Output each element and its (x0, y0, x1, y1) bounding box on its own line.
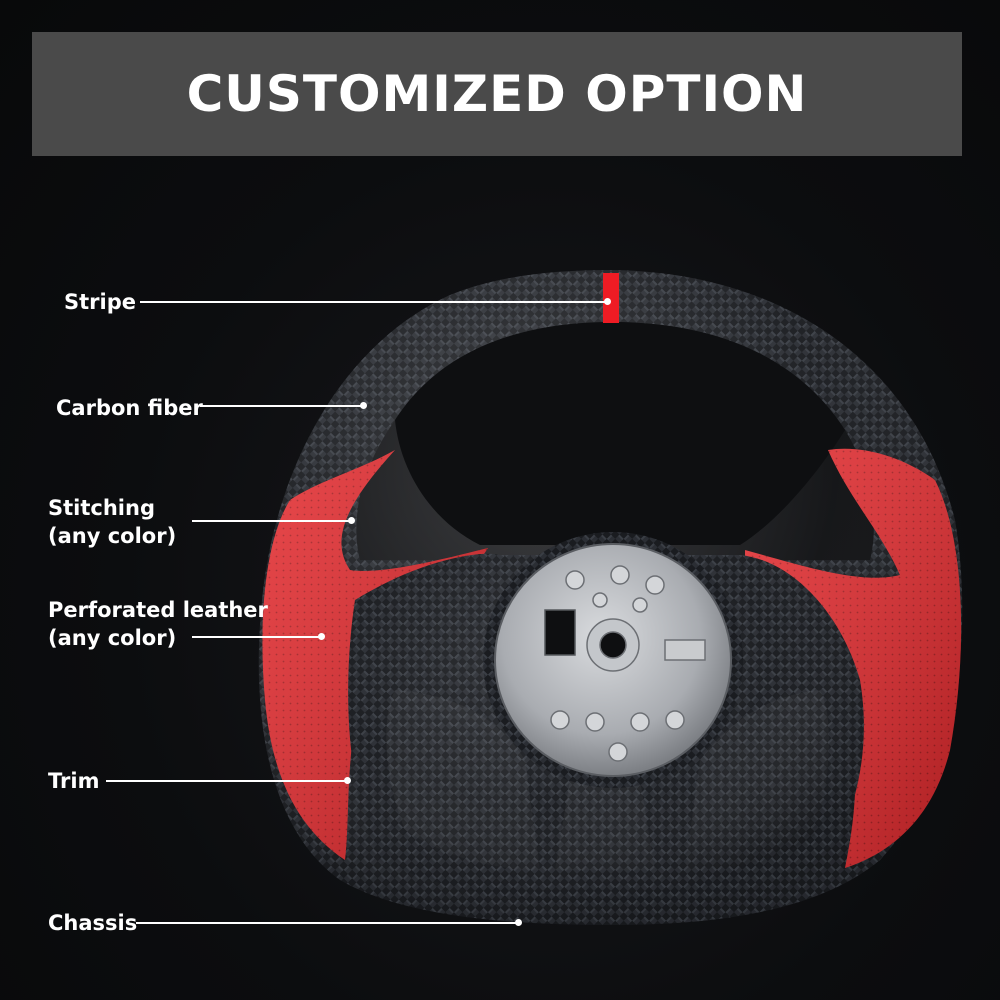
callout-line-stripe (140, 301, 606, 303)
title-banner: CUSTOMIZED OPTION (32, 32, 962, 156)
callout-line-perforated-leather (192, 636, 320, 638)
callout-label-chassis: Chassis (48, 911, 138, 935)
callout-line-carbon-fiber (200, 405, 362, 407)
callout-dot-trim (344, 777, 351, 784)
callout-dot-stripe (604, 298, 611, 305)
callout-line-trim (106, 780, 346, 782)
callout-label-carbon-fiber: Carbon fiber (56, 396, 203, 420)
callout-label-stripe: Stripe (64, 290, 136, 314)
callout-dot-chassis (515, 919, 522, 926)
top-stripe (603, 273, 619, 323)
hub-details (544, 565, 706, 762)
callout-label-trim: Trim (48, 769, 100, 793)
callout-line-stitching (192, 520, 350, 522)
callout-label-stitching: Stitching (48, 496, 155, 520)
page-title: CUSTOMIZED OPTION (186, 65, 808, 123)
callout-dot-stitching (348, 517, 355, 524)
callout-sublabel-stitching: (any color) (48, 524, 177, 548)
callout-label-perforated-leather: Perforated leather (48, 598, 268, 622)
callout-dot-carbon-fiber (360, 402, 367, 409)
callout-dot-perforated-leather (318, 633, 325, 640)
callout-line-chassis (136, 922, 518, 924)
callout-sublabel-perforated-leather: (any color) (48, 626, 177, 650)
rim-opening (395, 322, 845, 545)
